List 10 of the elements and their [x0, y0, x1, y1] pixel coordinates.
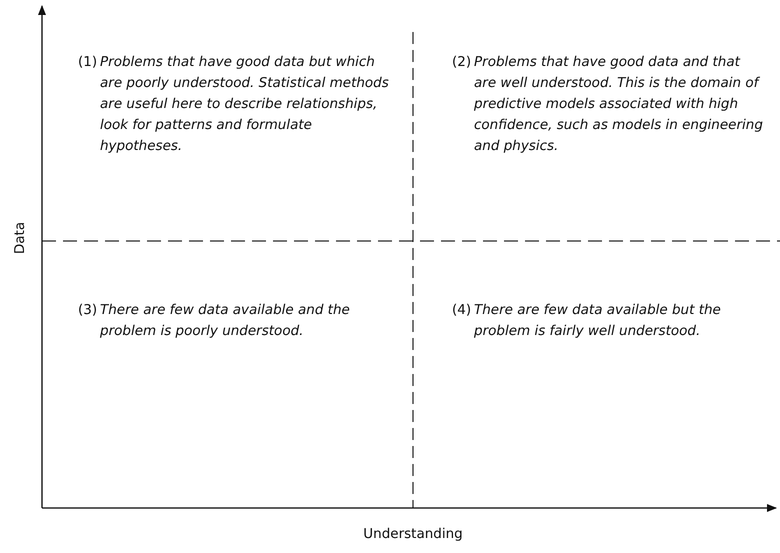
quadrant-number: (1)	[78, 53, 98, 72]
quadrant-description: Problems that have good data and that are well understood. This is the domain of predictive models associated with high confidence, such as models in engineering and physics.	[474, 53, 764, 156]
quadrant-number: (2)	[452, 53, 472, 72]
axis-title: Understanding	[362, 526, 464, 542]
quadrant-description: Problems that have good data but which are poorly understood. Statistical methods are useful here to describe relationships, look for patterns and formulate hypotheses.	[100, 53, 390, 156]
quadrant-number: (4)	[452, 301, 472, 320]
quadrant-number: (3)	[78, 301, 98, 320]
quadrant-description: There are few data available and the problem is poorly understood.	[100, 301, 351, 341]
axis-title: Data	[12, 220, 28, 256]
quadrant-description: There are few data available but the problem is fairly well understood.	[474, 301, 722, 341]
